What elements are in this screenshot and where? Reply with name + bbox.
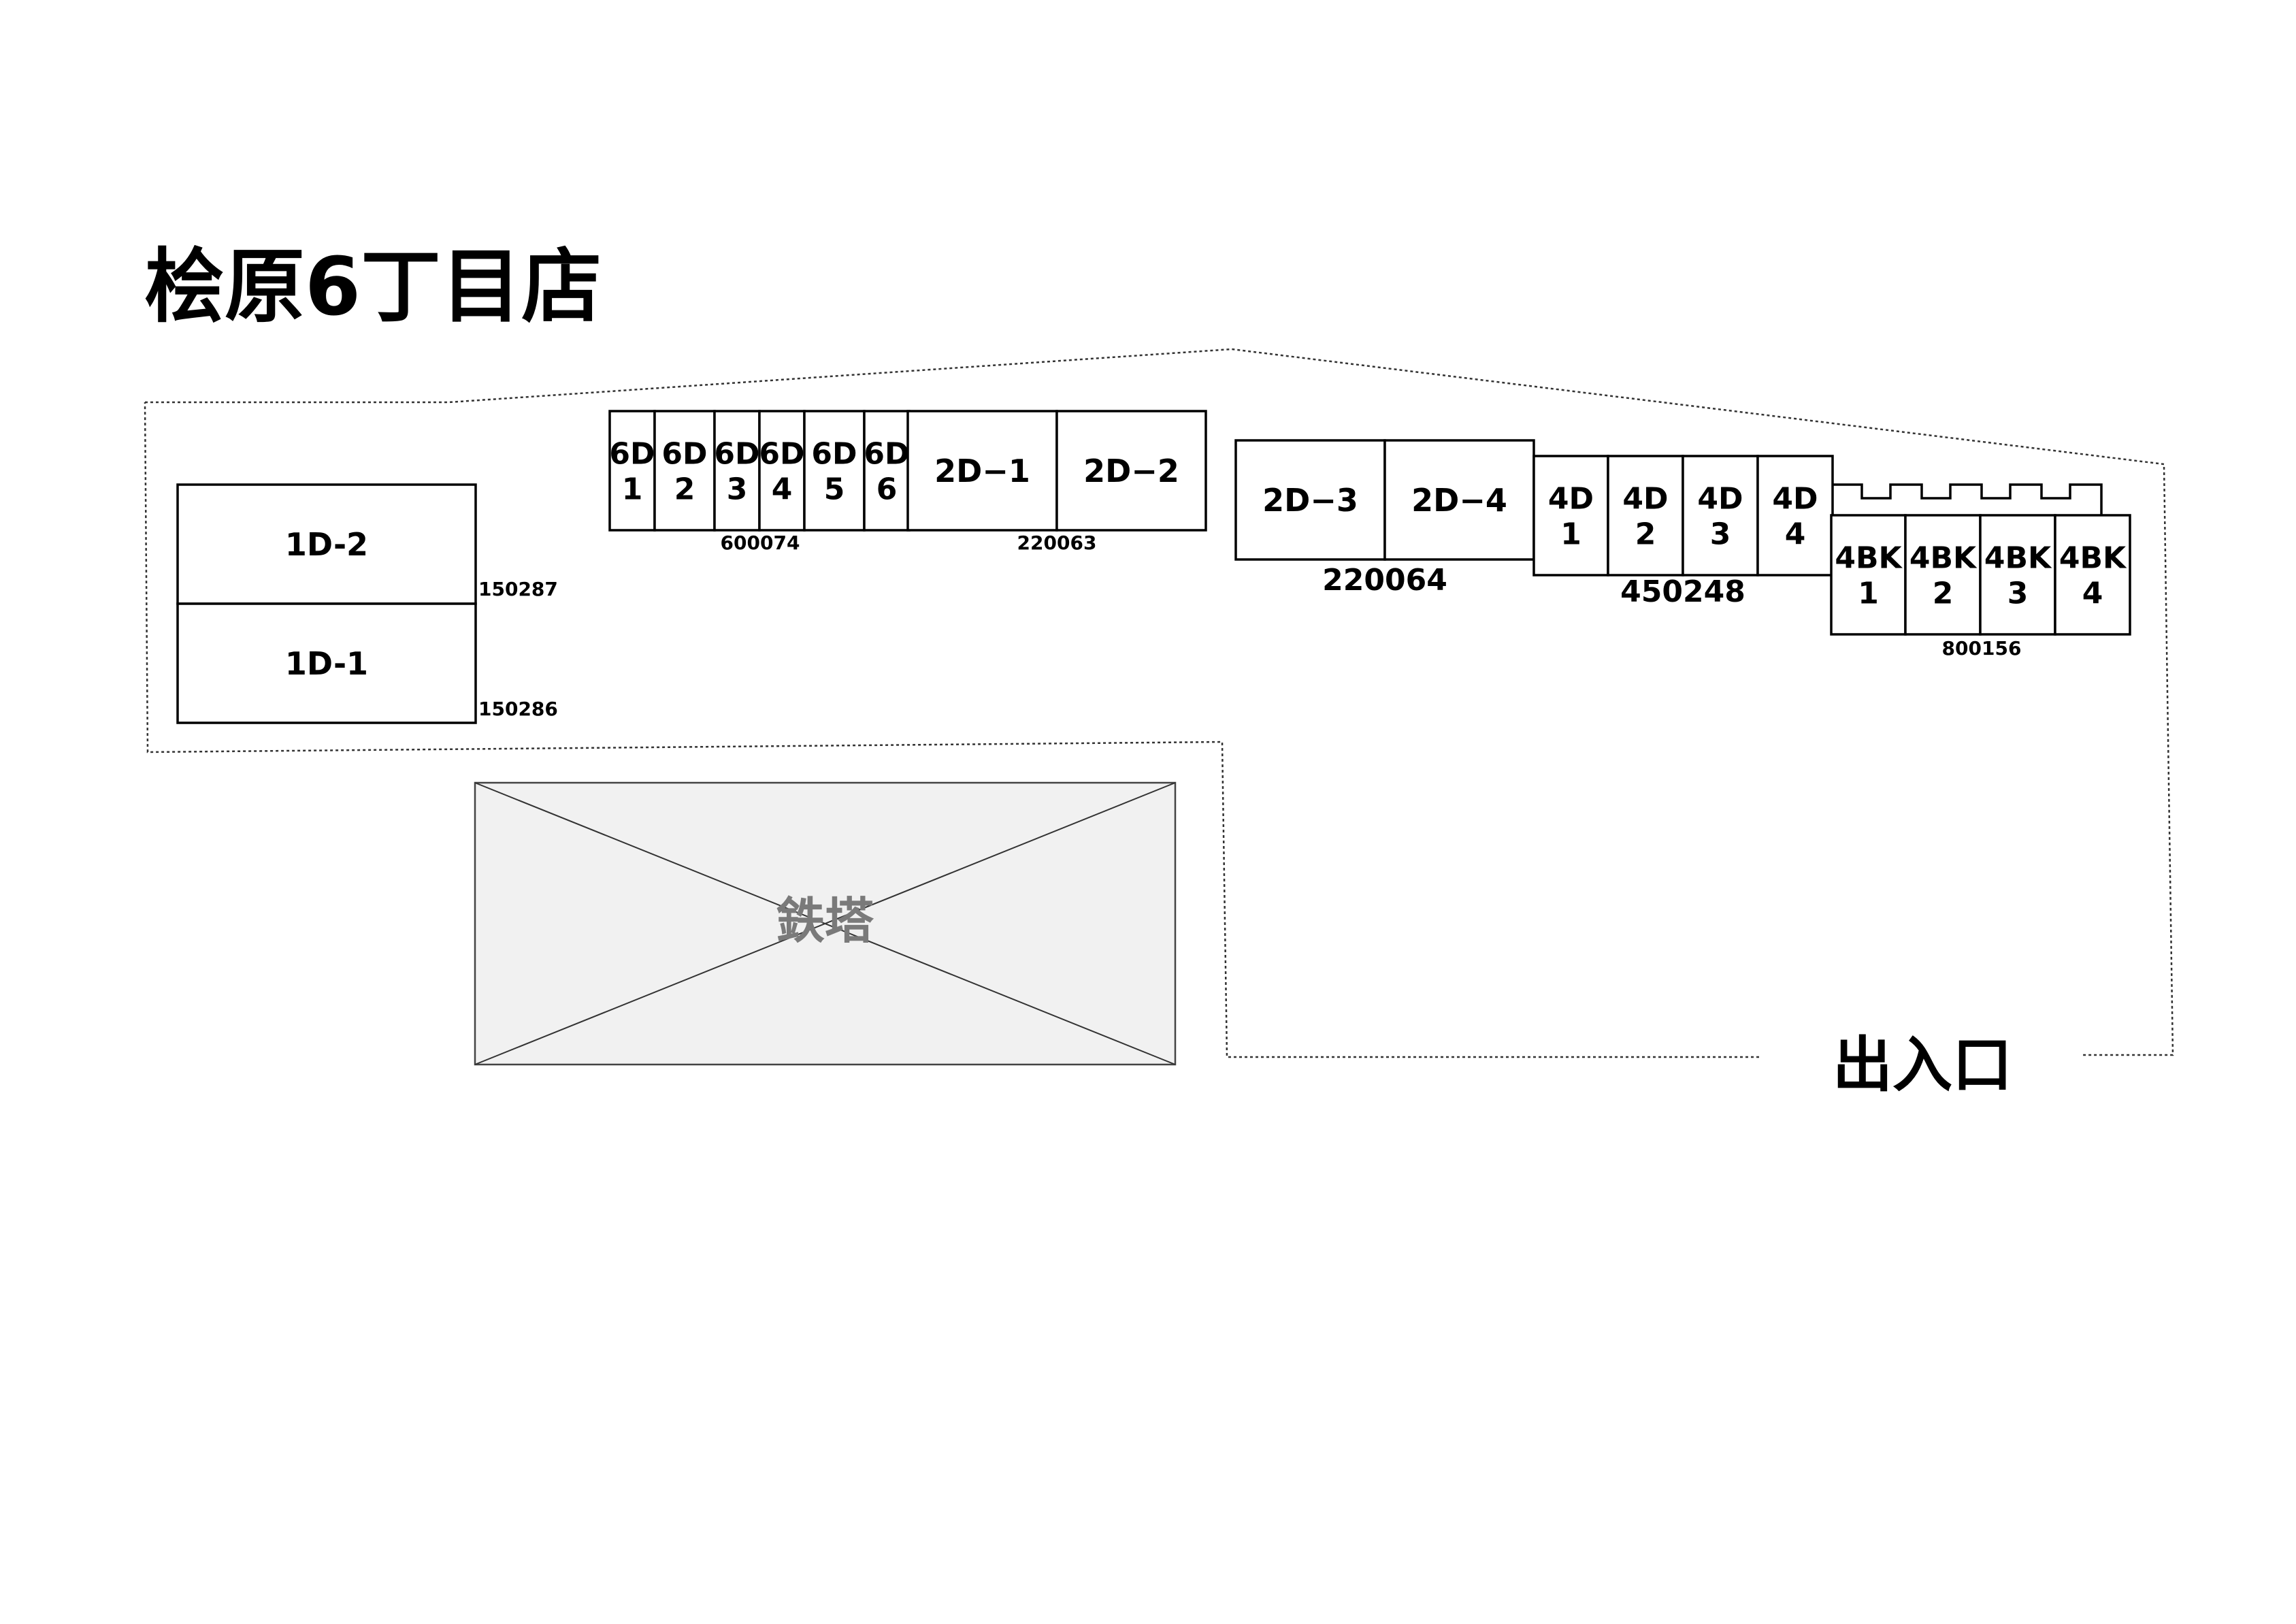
unit-rect [1904, 514, 1982, 636]
page-title: 桧原6丁目店 [144, 240, 602, 334]
unit-4d-4[interactable]: 4D4 [1756, 455, 1834, 576]
unit-6d-5[interactable]: 6D5 [803, 410, 866, 532]
unit-label: 2 [1635, 517, 1656, 551]
unit-label: 4BK [1984, 540, 2052, 575]
unit-1d-1[interactable]: 1D-1 [176, 602, 477, 724]
unit-label: 2 [674, 472, 695, 506]
unit-label: 1 [1560, 517, 1581, 551]
unit-rect [1055, 410, 1207, 532]
unit-label: 2D−1 [934, 453, 1030, 489]
unit-label: 4D [1548, 481, 1594, 516]
unit-label: 1D-2 [285, 526, 368, 563]
unit-rect [2054, 514, 2131, 636]
unit-label: 6D [811, 436, 857, 471]
group-code-4bk: 800156 [1942, 637, 2022, 660]
unit-label: 4BK [1835, 540, 1903, 575]
unit-1d-2[interactable]: 1D-2 [176, 483, 477, 605]
unit-label: 6D [661, 436, 707, 471]
group-code-1d-2: 150287 [478, 578, 558, 600]
unit-label: 6 [876, 472, 898, 506]
unit-rect [1607, 455, 1684, 576]
group-code-6d: 600074 [721, 532, 800, 554]
group-code-2d-b: 220064 [1322, 563, 1447, 598]
unit-rect [1383, 439, 1535, 561]
unit-4d-3[interactable]: 4D3 [1682, 455, 1759, 576]
unit-6d-6[interactable]: 6D6 [863, 410, 911, 532]
unit-6d-3[interactable]: 6D3 [713, 410, 761, 532]
unit-rect [176, 602, 477, 724]
unit-rect [1682, 455, 1759, 576]
unit-label: 3 [2007, 576, 2029, 611]
unit-label: 6D [759, 436, 804, 471]
unit-label: 4 [2082, 576, 2103, 611]
unit-rect [1830, 514, 1907, 636]
unit-label: 2 [1933, 576, 1954, 611]
unit-group-1d: 1D-2 1D-1 [176, 483, 477, 724]
unit-label: 5 [824, 472, 845, 506]
unit-rect [608, 410, 656, 532]
unit-6d-4[interactable]: 6D4 [758, 410, 806, 532]
unit-rect [176, 483, 477, 605]
group-code-4d: 450248 [1620, 574, 1745, 609]
unit-label: 4BK [2059, 540, 2127, 575]
unit-label: 4D [1772, 481, 1818, 516]
unit-rect [906, 410, 1058, 532]
unit-label: 2D−4 [1411, 482, 1507, 519]
unit-rect [1756, 455, 1834, 576]
unit-label: 2D−2 [1083, 453, 1179, 489]
unit-rect [803, 410, 866, 532]
unit-label: 4BK [1909, 540, 1978, 575]
group-code-1d-1: 150286 [478, 698, 558, 720]
unit-2d-2[interactable]: 2D−2 [1055, 410, 1207, 532]
unit-label: 4D [1622, 481, 1668, 516]
unit-group-2d-b: 2D−3 2D−4 [1234, 439, 1535, 561]
unit-group-2d-a: 2D−1 2D−2 [906, 410, 1207, 532]
entrance-label: 出入口 [1833, 1030, 2012, 1100]
unit-label: 4 [1785, 517, 1806, 551]
unit-2d-1[interactable]: 2D−1 [906, 410, 1058, 532]
unit-4d-1[interactable]: 4D1 [1532, 455, 1609, 576]
property-boundary-lower [144, 402, 1759, 1058]
unit-label: 2D−3 [1262, 482, 1358, 519]
unit-label: 6D [864, 436, 909, 471]
unit-label: 3 [727, 472, 748, 506]
unit-rect [653, 410, 716, 532]
4bk-roof-notches [1830, 483, 2103, 515]
unit-label: 6D [714, 436, 759, 471]
unit-label: 6D [609, 436, 655, 471]
unit-rect [713, 410, 761, 532]
unit-6d-2[interactable]: 6D2 [653, 410, 716, 532]
unit-rect [1532, 455, 1609, 576]
steel-tower: 鉄塔 [474, 781, 1177, 1066]
unit-label: 4D [1697, 481, 1743, 516]
unit-4d-2[interactable]: 4D2 [1607, 455, 1684, 576]
unit-label: 1D-1 [285, 645, 368, 682]
unit-label: 1 [1858, 576, 1879, 611]
property-boundary-upper [145, 348, 2174, 1056]
group-code-2d-a: 220063 [1017, 532, 1097, 554]
unit-rect [1234, 439, 1386, 561]
unit-6d-1[interactable]: 6D1 [608, 410, 656, 532]
unit-2d-3[interactable]: 2D−3 [1234, 439, 1386, 561]
unit-label: 3 [1710, 517, 1731, 551]
unit-label: 1 [622, 472, 643, 506]
unit-label: 4 [772, 472, 793, 506]
tower-label: 鉄塔 [776, 892, 874, 949]
unit-2d-4[interactable]: 2D−4 [1383, 439, 1535, 561]
